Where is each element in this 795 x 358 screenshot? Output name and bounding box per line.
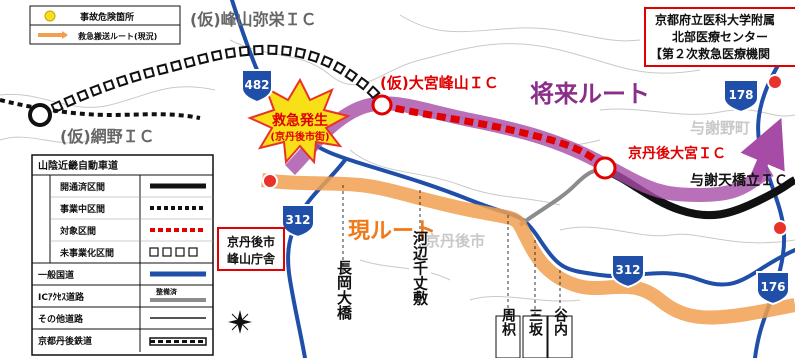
svg-text:京都丹後鉄道: 京都丹後鉄道 <box>38 335 92 347</box>
top-legend: 事故危険箇所 救急搬送ルート(現況) <box>29 5 181 45</box>
accident-burst-icon <box>247 77 351 165</box>
hospital-box: 京都府立医科大学附属 北部医療センター 【第２次救急医療機関 <box>644 7 795 67</box>
station-leader-lines <box>342 185 561 315</box>
future-route-arrow <box>740 117 785 183</box>
road-legend: 山陰近畿自動車道 開通済区間 事業中区間 対象区間 未事業化区間 一般国道 IC… <box>31 154 214 356</box>
ic-access-road <box>518 168 606 227</box>
svg-text:一般国道: 一般国道 <box>38 269 74 281</box>
ic-label-yosa-amanohashidate: 与謝天橋立ＩＣ <box>690 172 788 189</box>
svg-text:河辺千丈敷: 河辺千丈敷 <box>411 230 429 307</box>
route-shield-176: 176 <box>756 271 790 306</box>
place-yosano-town: 与謝野町 <box>690 119 750 137</box>
svg-text:京丹後市: 京丹後市 <box>227 234 275 249</box>
svg-text:482: 482 <box>244 78 269 92</box>
svg-text:北部医療センター: 北部医療センター <box>672 29 768 44</box>
svg-text:未事業化区間: 未事業化区間 <box>59 247 114 259</box>
svg-text:312: 312 <box>615 263 640 277</box>
svg-text:対象区間: 対象区間 <box>59 225 96 237</box>
ic-label-amino: (仮)網野ＩＣ <box>60 127 155 146</box>
place-kyotango-city: 京丹後市 <box>425 232 485 250</box>
svg-text:176: 176 <box>760 280 785 294</box>
ic-amino-marker <box>28 103 52 127</box>
route-shield-178: 178 <box>723 79 759 114</box>
hospital-marker <box>767 74 783 90</box>
svg-text:事故危険箇所: 事故危険箇所 <box>80 11 134 23</box>
current-route-line <box>261 173 795 325</box>
accident-site-icon <box>44 10 56 22</box>
station-shuchi: 周枳 <box>495 308 521 358</box>
svg-text:峰山庁舎: 峰山庁舎 <box>227 251 276 266</box>
future-route-label: 将来ルート <box>530 80 650 108</box>
svg-text:312: 312 <box>285 213 310 227</box>
station-kobe-senjoshiki: 河辺千丈敷 <box>409 230 431 356</box>
svg-text:事業中区間: 事業中区間 <box>60 203 105 215</box>
ic-omiya-mineyama-marker <box>371 94 393 116</box>
route-shield-312-right: 312 <box>611 254 645 289</box>
expressway-target-section <box>381 101 608 171</box>
ic-label-omiya-mineyama: (仮)大宮峰山ＩＣ <box>380 74 499 92</box>
svg-text:整備済: 整備済 <box>155 287 178 296</box>
station-nagaoka-ohashi: 長岡大橋 <box>333 260 355 358</box>
svg-text:谷内: 谷内 <box>552 308 568 337</box>
svg-text:開通済区間: 開通済区間 <box>60 181 105 193</box>
ic-label-kyotango-omiya: 京丹後大宮ＩＣ <box>628 145 726 162</box>
svg-text:救急搬送ルート(現況): 救急搬送ルート(現況) <box>78 31 157 41</box>
ic-label-mineyama-yasaka: (仮)峰山弥栄ＩＣ <box>190 10 317 29</box>
svg-text:その他道路: その他道路 <box>38 313 84 325</box>
station-sanzaka: 三坂 <box>522 308 548 358</box>
city-hall-box: 京丹後市 峰山庁舎 <box>217 227 285 271</box>
svg-text:長岡大橋: 長岡大橋 <box>335 260 353 321</box>
railway-line <box>0 98 201 120</box>
svg-text:ICｱｸｾｽ道路: ICｱｸｾｽ道路 <box>38 291 85 303</box>
ic-right-marker <box>772 220 788 236</box>
svg-text:京都府立医科大学附属: 京都府立医科大学附属 <box>655 12 775 27</box>
compass-icon <box>228 310 252 334</box>
route-shield-482: 482 <box>241 69 273 104</box>
svg-text:周枳: 周枳 <box>500 308 516 337</box>
current-route-label: 現ルート <box>348 219 436 244</box>
city-hall-marker <box>262 173 278 189</box>
svg-text:三坂: 三坂 <box>527 308 543 337</box>
svg-text:【第２次救急医療機関: 【第２次救急医療機関 <box>650 46 770 61</box>
ic-markers <box>28 74 788 236</box>
ic-kyotango-omiya-marker <box>593 156 617 180</box>
station-taniuchi: 谷内 <box>547 308 573 358</box>
accident-label-line1: 救急発生 <box>272 112 328 129</box>
expressway-unfunded-section <box>37 44 387 120</box>
svg-text:178: 178 <box>728 88 753 102</box>
accident-label-line2: (京丹後市街) <box>270 130 329 143</box>
svg-text:山陰近畿自動車道: 山陰近畿自動車道 <box>38 159 118 172</box>
route-shield-312-left: 312 <box>281 204 315 239</box>
